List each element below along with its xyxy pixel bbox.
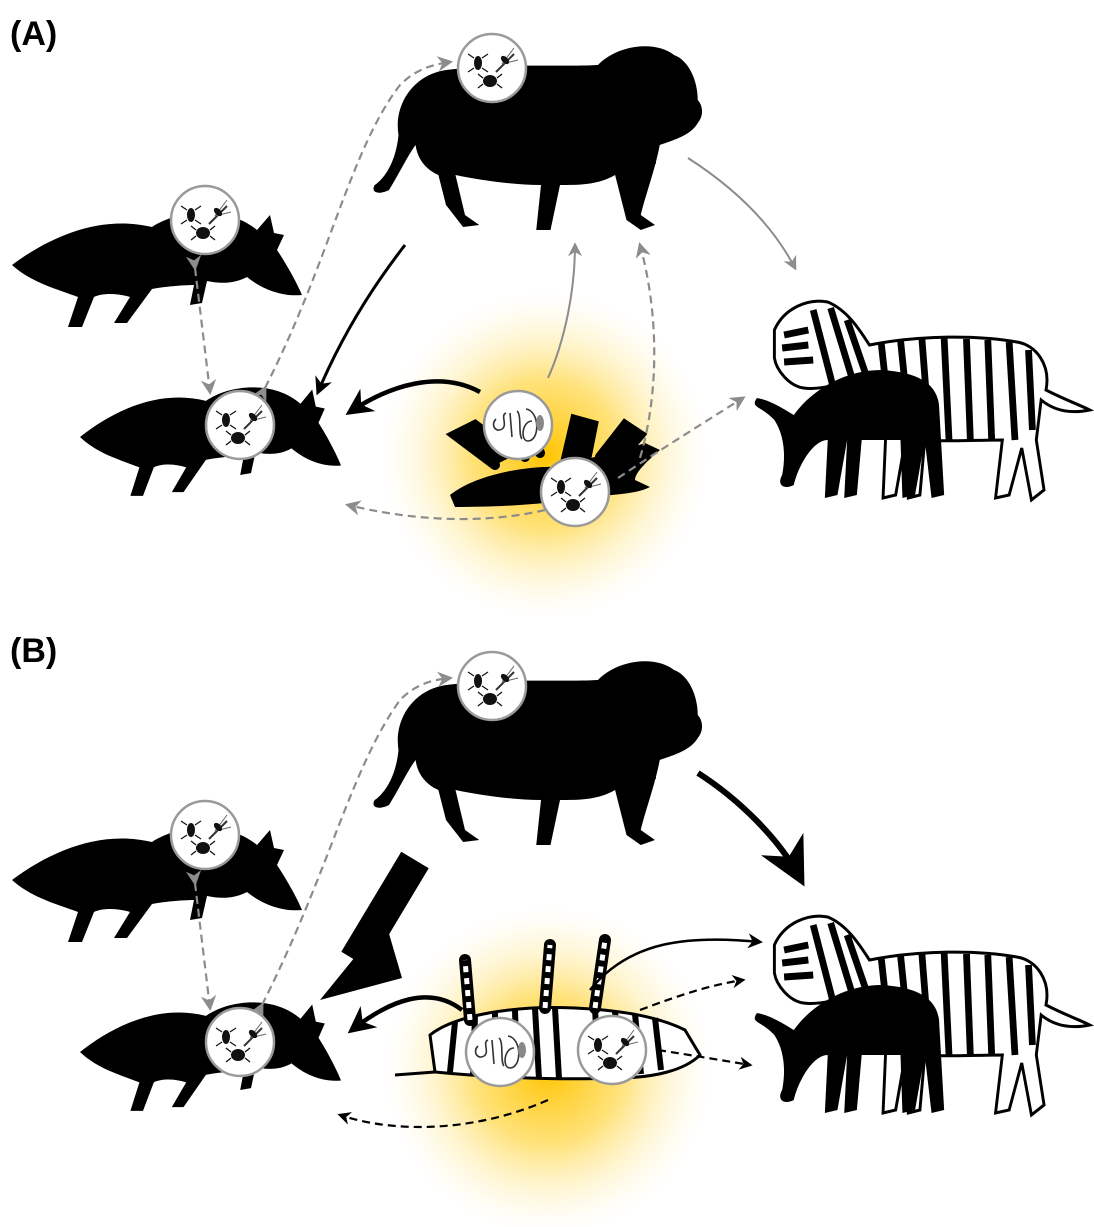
ectoparasite-inset-icon xyxy=(578,1016,646,1084)
fox-icon xyxy=(12,828,302,942)
lion-icon xyxy=(373,46,702,230)
panel-a: (A) xyxy=(10,15,1090,620)
ectoparasite-inset-icon xyxy=(458,34,526,102)
zebra-icon xyxy=(755,301,1090,500)
panel-b: (B) xyxy=(10,632,1090,1227)
ectoparasite-inset-icon xyxy=(206,1008,274,1076)
carcass-glow-a xyxy=(380,290,710,620)
ectoparasite-inset-icon xyxy=(458,652,526,720)
ectoparasite-inset-icon xyxy=(171,186,239,254)
ectoparasite-inset-icon xyxy=(171,801,239,869)
ectoparasite-inset-icon xyxy=(206,391,274,459)
endoparasite-inset-icon xyxy=(466,1018,534,1086)
panel-b-label: (B) xyxy=(10,632,57,670)
fox-icon xyxy=(12,213,302,327)
endoparasite-inset-icon xyxy=(484,391,552,459)
ectoparasite-inset-icon xyxy=(541,458,609,526)
lion-icon xyxy=(373,661,702,845)
zebra-icon xyxy=(755,916,1090,1115)
panel-a-label: (A) xyxy=(10,15,57,53)
